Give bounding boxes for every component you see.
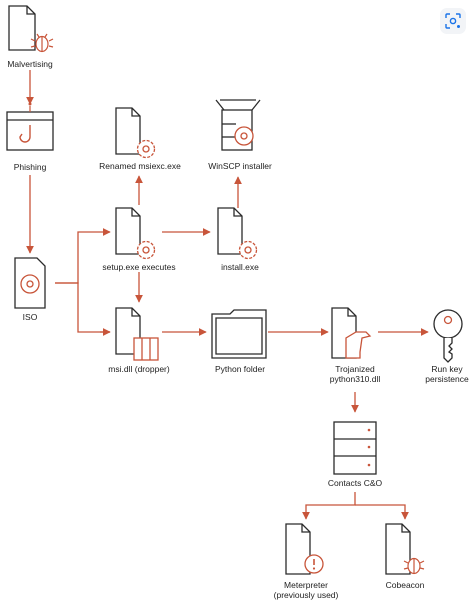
key-icon xyxy=(433,309,463,363)
arrow-iso-to-msidll xyxy=(55,282,110,333)
disc-image-icon xyxy=(14,257,46,309)
arrow-contacts-to-meterpreter xyxy=(302,492,356,520)
label-setup-exe: setup.exe executes xyxy=(102,262,176,272)
file-trojan-horse-icon xyxy=(331,307,372,359)
label-run-key-line2: persistence xyxy=(425,374,469,384)
label-python-folder: Python folder xyxy=(214,364,266,374)
label-contacts-cc: Contacts C&O xyxy=(327,478,383,488)
label-phishing: Phishing xyxy=(13,162,47,172)
label-renamed-msiexec: Renamed msiexc.exe xyxy=(99,161,181,171)
server-icon xyxy=(333,421,377,475)
label-meterpreter-line1: Meterpreter xyxy=(284,580,328,590)
file-gear-icon xyxy=(217,207,258,260)
label-winscp-installer: WinSCP installer xyxy=(208,161,272,171)
label-cobeacon: Cobeacon xyxy=(385,580,425,590)
label-meterpreter-line2: (previously used) xyxy=(273,590,339,600)
label-trojanized-line1: Trojanized xyxy=(335,364,375,374)
browser-window-icon xyxy=(6,102,54,151)
label-run-key: Run key persistence xyxy=(425,364,468,384)
label-run-key-line1: Run key xyxy=(431,364,463,374)
label-trojanized: Trojanized python310.dll xyxy=(330,364,381,384)
label-malvertising: Malvertising xyxy=(7,59,53,69)
connectors xyxy=(26,70,429,520)
installer-box-icon xyxy=(215,99,261,151)
file-bug-icon xyxy=(385,523,425,575)
file-gear-icon xyxy=(115,107,156,159)
arrow-iso-to-setup xyxy=(55,228,111,284)
file-gear-icon xyxy=(115,207,156,260)
label-install-exe: install.exe xyxy=(221,262,259,272)
file-bug-icon xyxy=(8,5,54,53)
lens-search-icon xyxy=(445,13,461,29)
arrow-contacts-to-cobeacon xyxy=(355,504,409,520)
label-trojanized-line2: python310.dll xyxy=(329,374,381,384)
folder-icon xyxy=(211,309,267,359)
file-alert-icon xyxy=(285,523,324,575)
label-iso: ISO xyxy=(22,312,38,322)
file-package-icon xyxy=(115,307,159,361)
label-msi-dll: msi.dll (dropper) xyxy=(108,364,170,374)
lens-search-button[interactable] xyxy=(440,8,466,34)
label-meterpreter: Meterpreter (previously used) xyxy=(274,580,339,600)
